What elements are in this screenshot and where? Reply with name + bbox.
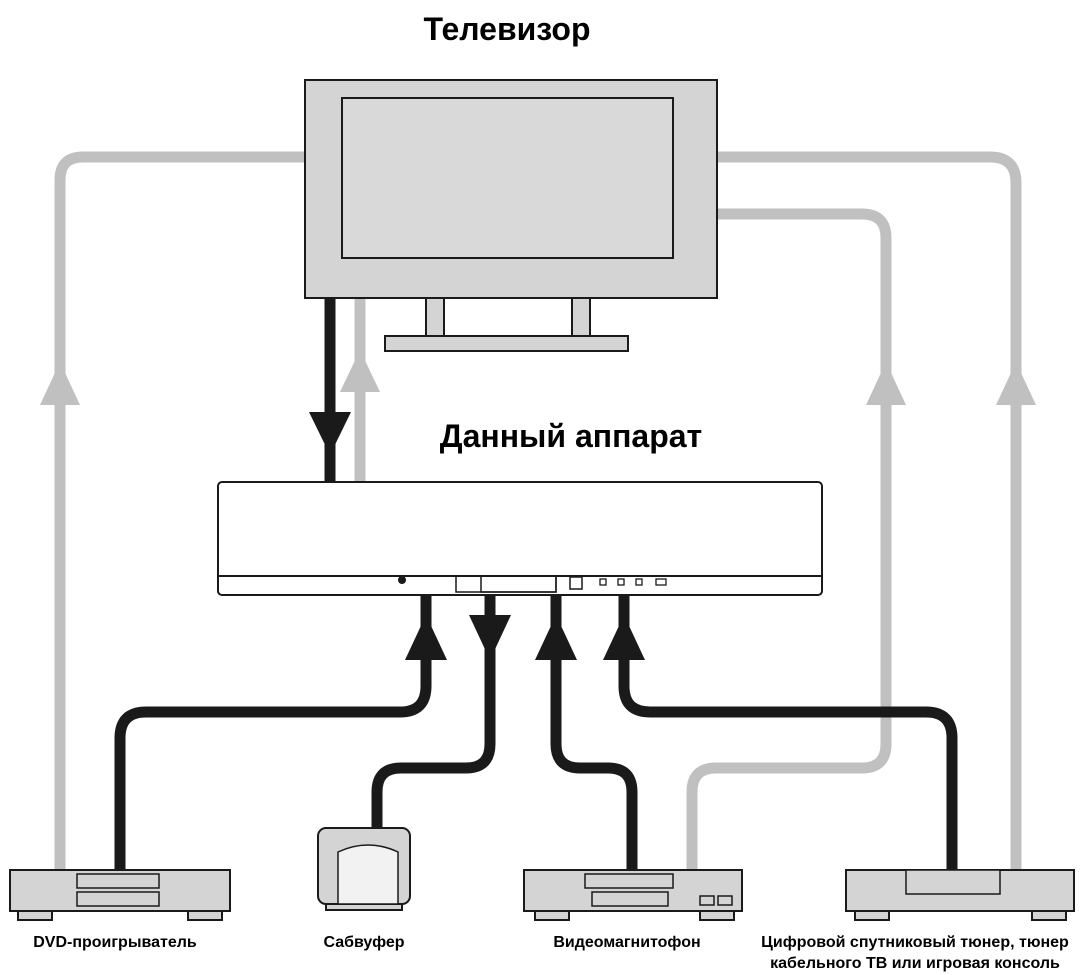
black-arrow-up-dvd bbox=[405, 615, 447, 660]
gray-cables bbox=[54, 151, 1022, 870]
tv-stand-post-right bbox=[571, 297, 591, 337]
tuner-label-line2: кабельного ТВ или игровая консоль bbox=[770, 955, 1060, 972]
black-cable-dvd-to-unit bbox=[114, 596, 432, 870]
black-arrow-up-tuner bbox=[603, 615, 645, 660]
vcr-slot-bottom bbox=[591, 891, 669, 907]
gray-arrows bbox=[40, 350, 1036, 405]
this-unit bbox=[217, 481, 823, 596]
tv-stand-post-left bbox=[425, 297, 445, 337]
gray-cable-dvd-to-tv bbox=[54, 151, 305, 870]
vcr bbox=[523, 869, 743, 921]
gray-arrow-up-unit bbox=[340, 350, 380, 392]
black-arrow-down-subwoofer bbox=[469, 615, 511, 660]
black-arrow-down-tv-to-unit bbox=[309, 412, 351, 455]
vcr-button-1 bbox=[699, 895, 715, 906]
gray-cable-tuner-to-tv bbox=[717, 151, 1022, 870]
subwoofer bbox=[317, 827, 411, 911]
black-cable-vcr-to-unit bbox=[550, 596, 638, 870]
gray-arrow-up-dvd bbox=[40, 362, 80, 405]
tv-title: Телевизор bbox=[424, 11, 591, 47]
vcr-label: Видеомагнитофон bbox=[553, 934, 700, 951]
subwoofer-label: Сабвуфер bbox=[323, 934, 404, 951]
unit-button-2 bbox=[617, 578, 625, 586]
unit-title: Данный аппарат bbox=[440, 418, 702, 454]
unit-display-inner bbox=[480, 575, 557, 593]
unit-jack-icon bbox=[398, 576, 406, 584]
tv-stand-base bbox=[384, 335, 629, 352]
black-cables bbox=[114, 298, 958, 870]
unit-button-3 bbox=[635, 578, 643, 586]
unit-button-1 bbox=[599, 578, 607, 586]
vcr-slot-top bbox=[584, 873, 674, 889]
television bbox=[304, 79, 718, 352]
tuner-display bbox=[905, 869, 1001, 895]
tv-screen bbox=[341, 97, 674, 259]
black-cable-tuner-to-unit bbox=[618, 596, 958, 870]
vcr-button-2 bbox=[717, 895, 733, 906]
unit-button-4 bbox=[655, 578, 667, 586]
subwoofer-front-panel bbox=[337, 844, 399, 904]
dvd-tray-bottom bbox=[76, 891, 160, 907]
dvd-player bbox=[9, 869, 231, 921]
black-arrow-up-vcr bbox=[535, 615, 577, 660]
gray-arrow-up-vcr bbox=[866, 362, 906, 405]
gray-cable-vcr-to-tv bbox=[686, 208, 892, 870]
tuner-label-line1: Цифровой спутниковый тюнер, тюнер bbox=[761, 934, 1069, 951]
unit-sensor bbox=[569, 576, 583, 590]
black-arrows bbox=[309, 412, 645, 660]
black-cable-unit-to-subwoofer bbox=[371, 596, 496, 828]
dvd-label: DVD-проигрыватель bbox=[33, 934, 197, 951]
dvd-tray-top bbox=[76, 873, 160, 889]
gray-arrow-up-tuner bbox=[996, 362, 1036, 405]
tuner bbox=[845, 869, 1075, 921]
unit-body bbox=[217, 481, 823, 596]
